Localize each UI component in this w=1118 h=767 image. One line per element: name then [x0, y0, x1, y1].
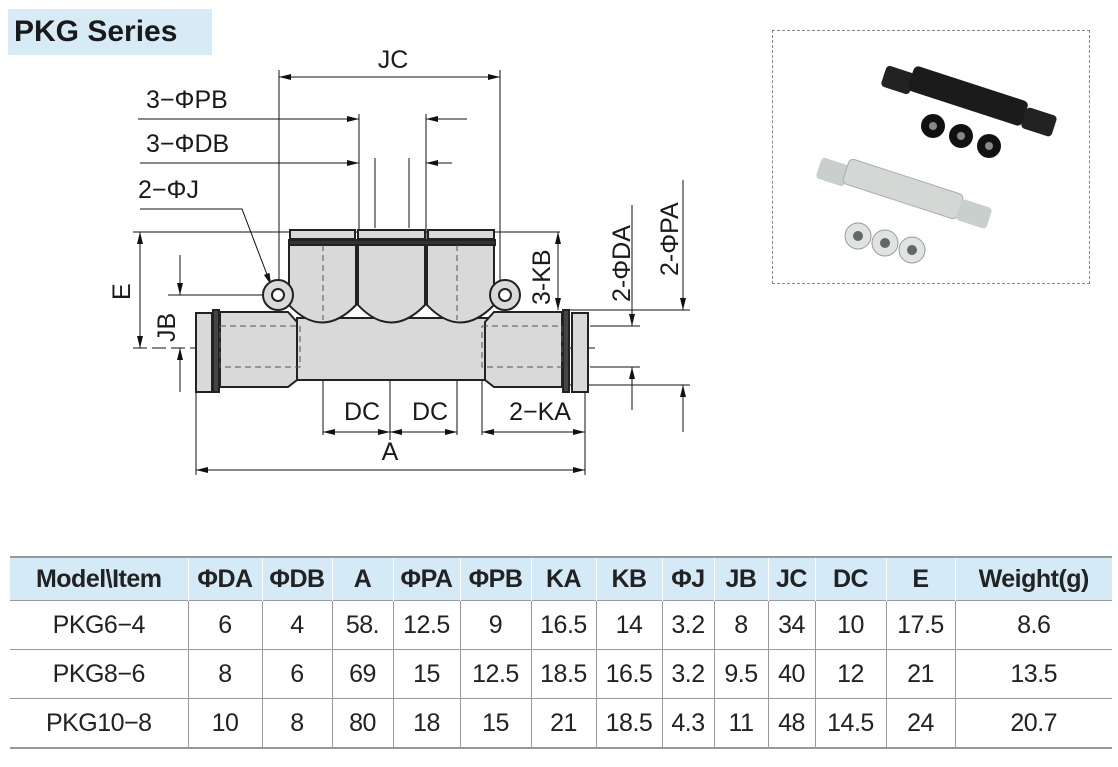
- value-cell: 18.5: [530, 649, 596, 699]
- value-cell: 24: [885, 698, 955, 749]
- black-fitting: [881, 65, 1057, 158]
- value-cell: 16.5: [595, 649, 662, 699]
- value-cell: 12.5: [392, 600, 460, 650]
- label-da: 2-ΦDA: [608, 225, 636, 302]
- value-cell: 10: [187, 698, 262, 749]
- value-cell: 4: [261, 600, 332, 650]
- value-cell: 6: [261, 649, 332, 699]
- value-cell: 58.: [331, 600, 393, 650]
- value-cell: 15: [392, 649, 460, 699]
- value-cell: 12.5: [459, 649, 531, 699]
- value-cell: 18.5: [595, 698, 662, 749]
- header-cell: ΦDB: [261, 557, 332, 601]
- value-cell: 14.5: [814, 698, 886, 749]
- value-cell: 15: [459, 698, 531, 749]
- value-cell: 14: [595, 600, 662, 650]
- header-cell: Weight(g): [954, 557, 1112, 601]
- value-cell: 8: [713, 600, 768, 650]
- value-cell: 20.7: [954, 698, 1112, 749]
- label-pa: 2-ΦPA: [656, 202, 684, 276]
- label-kb: 3-KB: [528, 249, 556, 305]
- value-cell: 18: [392, 698, 460, 749]
- value-cell: 21: [530, 698, 596, 749]
- header-cell: E: [885, 557, 955, 601]
- product-photo: [772, 30, 1090, 284]
- value-cell: 16.5: [530, 600, 596, 650]
- value-cell: 8: [261, 698, 332, 749]
- value-cell: 48: [767, 698, 815, 749]
- value-cell: 80: [331, 698, 393, 749]
- label-e: E: [108, 283, 136, 300]
- model-cell: PKG6−4: [10, 600, 188, 650]
- value-cell: 13.5: [954, 649, 1112, 699]
- dimensions-table: Model\Item ΦDA ΦDB A ΦPA ΦPB KA KB ΦJ JB…: [10, 556, 1112, 749]
- header-cell: ΦPB: [459, 557, 531, 601]
- value-cell: 9.5: [713, 649, 768, 699]
- label-dc-1: DC: [344, 398, 380, 426]
- label-db: 3−ΦDB: [146, 130, 229, 158]
- table-header-row: Model\Item ΦDA ΦDB A ΦPA ΦPB KA KB ΦJ JB…: [10, 557, 1112, 601]
- label-dc-2: DC: [412, 398, 448, 426]
- value-cell: 40: [767, 649, 815, 699]
- header-cell: ΦDA: [187, 557, 262, 601]
- header-cell: A: [331, 557, 393, 601]
- grey-fitting: [816, 157, 992, 264]
- fittings-image: [816, 65, 1057, 264]
- value-cell: 10: [814, 600, 886, 650]
- value-cell: 3.2: [661, 600, 714, 650]
- value-cell: 17.5: [885, 600, 955, 650]
- value-cell: 8.6: [954, 600, 1112, 650]
- fitting-body: [195, 229, 589, 393]
- header-cell: KA: [530, 557, 596, 601]
- value-cell: 9: [459, 600, 531, 650]
- model-cell: PKG8−6: [10, 649, 188, 699]
- value-cell: 34: [767, 600, 815, 650]
- model-cell: PKG10−8: [10, 698, 188, 749]
- value-cell: 11: [713, 698, 768, 749]
- header-cell: JC: [767, 557, 815, 601]
- label-j: 2−ΦJ: [138, 176, 199, 204]
- value-cell: 69: [331, 649, 393, 699]
- series-title: PKG Series: [8, 9, 212, 55]
- header-cell: Model\Item: [10, 557, 188, 601]
- label-jc: JC: [378, 46, 409, 74]
- value-cell: 4.3: [661, 698, 714, 749]
- label-ka: 2−KA: [509, 398, 571, 426]
- value-cell: 8: [187, 649, 262, 699]
- value-cell: 6: [187, 600, 262, 650]
- value-cell: 3.2: [661, 649, 714, 699]
- label-pb: 3−ΦPB: [146, 86, 228, 114]
- header-cell: DC: [814, 557, 886, 601]
- label-a: A: [382, 438, 399, 466]
- header-cell: JB: [713, 557, 768, 601]
- header-cell: ΦPA: [392, 557, 460, 601]
- value-cell: 21: [885, 649, 955, 699]
- header-cell: ΦJ: [661, 557, 714, 601]
- label-jb: JB: [153, 313, 181, 342]
- header-cell: KB: [595, 557, 662, 601]
- value-cell: 12: [814, 649, 886, 699]
